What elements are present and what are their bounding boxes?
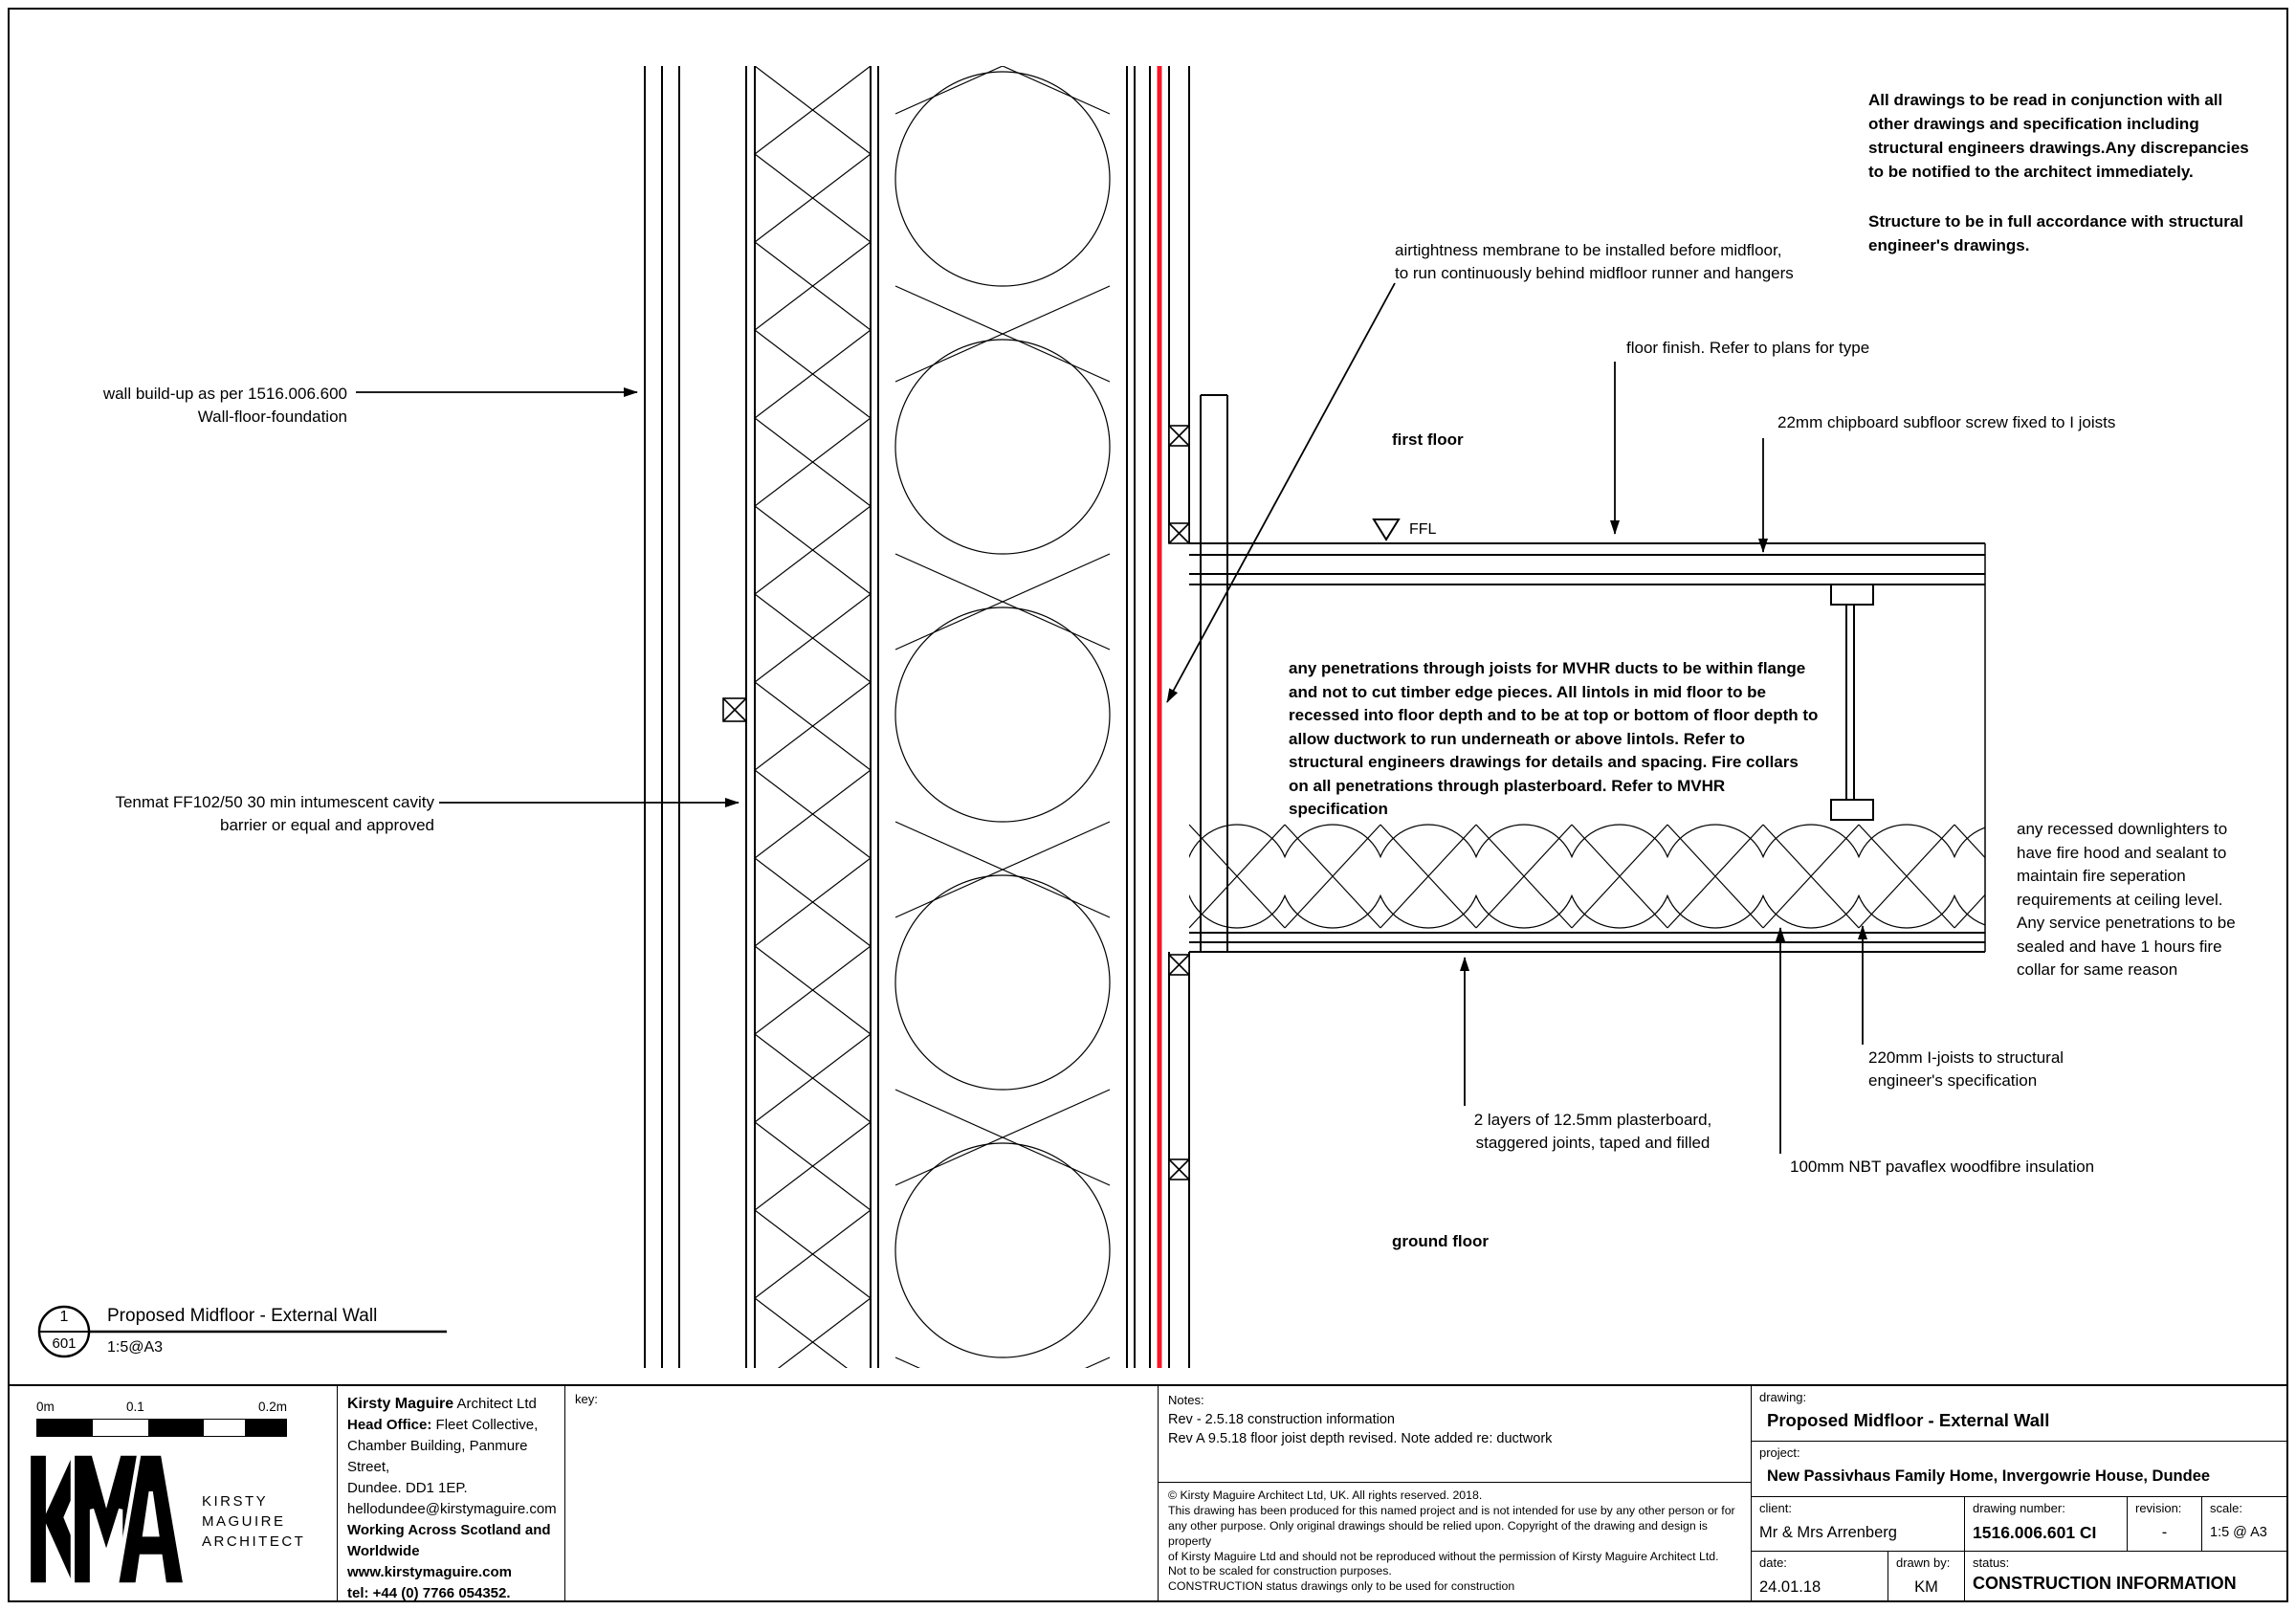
label-ground-floor: ground floor — [1392, 1232, 1490, 1250]
ref-number: 1 — [59, 1309, 69, 1325]
scale-bar-label-mid: 0.1 — [126, 1400, 144, 1414]
drawing-info-panel: drawing: Proposed Midfloor - External Wa… — [1751, 1386, 2286, 1600]
drawing-title: Proposed Midfloor - External Wall — [1767, 1410, 2050, 1430]
date-value: 24.01.18 — [1759, 1578, 1821, 1596]
ref-title: Proposed Midfloor - External Wall — [107, 1306, 378, 1326]
status-cell: status: CONSTRUCTION INFORMATION — [1964, 1552, 2286, 1600]
revision-value: - — [2161, 1524, 2168, 1541]
note-mvhr: any penetrations through joists for MVHR… — [1289, 659, 1819, 818]
note-tenmat: Tenmat FF102/50 30 min intumescent cavit… — [115, 793, 434, 834]
note-chipboard: 22mm chipboard subfloor screw fixed to I… — [1777, 413, 2116, 431]
scale-value: 1:5 @ A3 — [2210, 1525, 2267, 1540]
note-floor-finish: floor finish. Refer to plans for type — [1626, 339, 1870, 357]
scale-cell: scale: 1:5 @ A3 — [2201, 1497, 2286, 1551]
drawing-number: 1516.006.601 CI — [1973, 1523, 2097, 1542]
rev-line-2: Rev A 9.5.18 floor joist depth revised. … — [1168, 1431, 1553, 1446]
revision-notes: Notes: Rev - 2.5.18 construction informa… — [1159, 1386, 1751, 1484]
wall-insulation-cross-hatch — [755, 66, 871, 1368]
title-block: 0m 0.1 0.2m KIRSTY MAGUIRE — [10, 1384, 2286, 1601]
revision-cell: revision: - — [2127, 1497, 2201, 1551]
architect-name: Kirsty Maguire Architect Ltd — [347, 1396, 537, 1412]
ref-scale: 1:5@A3 — [107, 1339, 164, 1356]
project-cell: project: New Passivhaus Family Home, Inv… — [1752, 1441, 2286, 1496]
architect-tel: tel: +44 (0) 7766 054352. — [347, 1585, 511, 1601]
note-general: All drawings to be read in conjunction w… — [1868, 88, 2263, 257]
project-name: New Passivhaus Family Home, Invergowrie … — [1767, 1467, 2211, 1486]
note-general-2: Structure to be in full accordance with … — [1868, 212, 2244, 254]
logo-wordmark: KIRSTY MAGUIRE ARCHITECT — [202, 1493, 306, 1550]
label-ffl: FFL — [1409, 521, 1437, 538]
wall-insulation-loop-hatch — [878, 66, 1127, 1368]
note-airtightness: airtightness membrane to be installed be… — [1395, 241, 1794, 282]
note-wall-buildup: wall build-up as per 1516.006.600 Wall-f… — [102, 385, 347, 426]
note-pavaflex: 100mm NBT pavaflex woodfibre insulation — [1790, 1158, 2095, 1176]
copyright-note: © Kirsty Maguire Architect Ltd, UK. All … — [1168, 1489, 1735, 1594]
architect-info: Kirsty Maguire Architect Ltd Head Office… — [337, 1386, 564, 1601]
key-panel: key: — [564, 1386, 1158, 1600]
scale-bar-label-0: 0m — [36, 1400, 55, 1414]
scale-bar-label-end: 0.2m — [257, 1400, 287, 1414]
drawn-by-cell: drawn by: KM — [1888, 1552, 1964, 1600]
drawn-by-value: KM — [1914, 1578, 1938, 1596]
client-cell: client: Mr & Mrs Arrenberg — [1752, 1497, 1964, 1551]
ref-sheet: 601 — [52, 1335, 77, 1352]
batten-squares — [722, 425, 1190, 1180]
drawing-number-cell: drawing number: 1516.006.601 CI — [1964, 1497, 2127, 1551]
note-plasterboard: 2 layers of 12.5mm plasterboard, stagger… — [1473, 1111, 1712, 1152]
architect-website: www.kirstymaguire.com — [347, 1564, 513, 1580]
drawing-ref-symbol — [37, 1305, 447, 1358]
note-downlighters: any recessed downlighters to have fire h… — [2017, 820, 2236, 979]
rev-line-1: Rev - 2.5.18 construction information — [1168, 1412, 1395, 1427]
leader-lines — [356, 282, 1867, 1154]
label-first-floor: first floor — [1392, 430, 1464, 449]
drawing-title-cell: drawing: Proposed Midfloor - External Wa… — [1752, 1386, 2286, 1441]
architect-email: hellodundee@kirstymaguire.com — [347, 1501, 557, 1517]
client-name: Mr & Mrs Arrenberg — [1759, 1524, 1897, 1541]
floor-insulation-loop-hatch — [1189, 820, 1985, 933]
scale-bar-segments — [36, 1419, 287, 1437]
date-cell: date: 24.01.18 — [1752, 1552, 1888, 1600]
status-value: CONSTRUCTION INFORMATION — [1973, 1574, 2237, 1593]
logo-panel: 0m 0.1 0.2m KIRSTY MAGUIRE — [10, 1386, 337, 1600]
logo-row: KIRSTY MAGUIRE ARCHITECT — [10, 1453, 337, 1585]
note-general-1: All drawings to be read in conjunction w… — [1868, 91, 2249, 181]
scale-bar: 0m 0.1 0.2m — [36, 1400, 287, 1445]
notes-panel: Notes: Rev - 2.5.18 construction informa… — [1158, 1386, 1751, 1600]
kma-logo-icon — [29, 1453, 187, 1585]
note-ijoists: 220mm I-joists to structural engineer's … — [1868, 1048, 2064, 1090]
ffl-datum-icon — [1372, 518, 1401, 541]
section-detail-drawing — [37, 66, 1986, 1368]
